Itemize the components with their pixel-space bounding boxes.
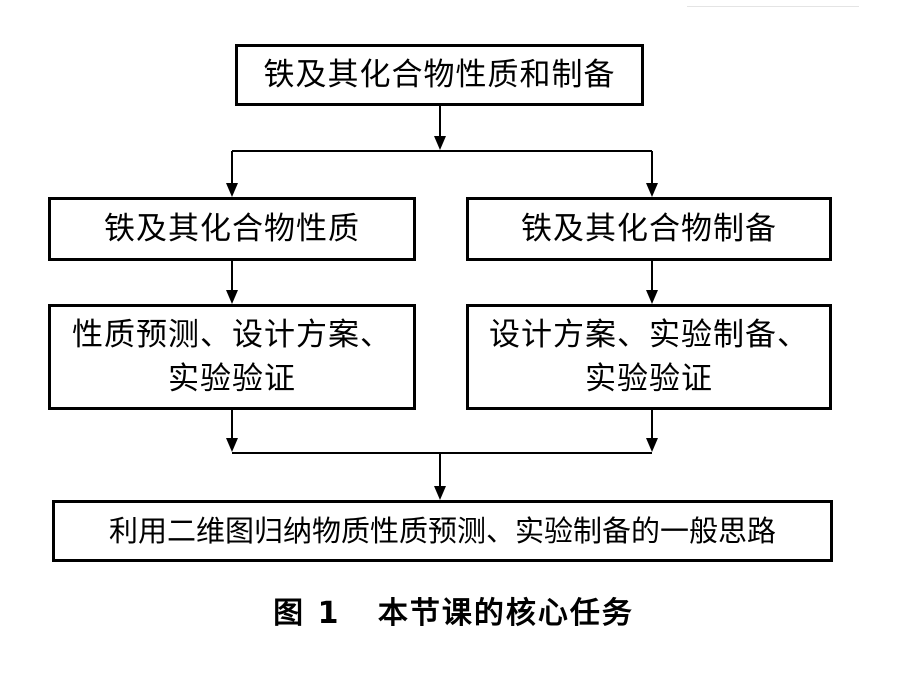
- left-detail-line-2: 实验验证: [168, 361, 296, 397]
- left-detail-line-1: 性质预测、设计方案、: [72, 317, 392, 353]
- root-node-label: 铁及其化合物性质和制备: [263, 57, 616, 93]
- left-branch-label: 铁及其化合物性质: [104, 211, 360, 247]
- conclusion-node: 利用二维图归纳物质性质预测、实验制备的一般思路: [52, 500, 833, 562]
- arrowhead-right-detail: [646, 290, 658, 304]
- conclusion-label: 利用二维图归纳物质性质预测、实验制备的一般思路: [108, 514, 776, 548]
- arrowhead-conclusion: [434, 486, 446, 500]
- left-detail-node: 性质预测、设计方案、 实验验证: [48, 304, 416, 410]
- arrowhead-left-branch: [226, 183, 238, 197]
- right-detail-line-2: 实验验证: [585, 361, 713, 397]
- arrowhead-right-branch: [646, 183, 658, 197]
- arrowhead-root: [434, 136, 446, 150]
- arrowhead-right-merge: [646, 438, 658, 452]
- root-node: 铁及其化合物性质和制备: [235, 44, 644, 106]
- figure-caption: 图 1 本节课的核心任务: [273, 596, 634, 631]
- right-detail-line-1: 设计方案、实验制备、: [489, 317, 809, 353]
- arrowhead-left-detail: [226, 290, 238, 304]
- right-branch-label: 铁及其化合物制备: [521, 211, 777, 247]
- right-branch-node: 铁及其化合物制备: [466, 197, 832, 261]
- left-branch-node: 铁及其化合物性质: [48, 197, 416, 261]
- arrowhead-left-merge: [226, 438, 238, 452]
- page-edge-line: [687, 0, 859, 7]
- right-detail-node: 设计方案、实验制备、 实验验证: [466, 304, 832, 410]
